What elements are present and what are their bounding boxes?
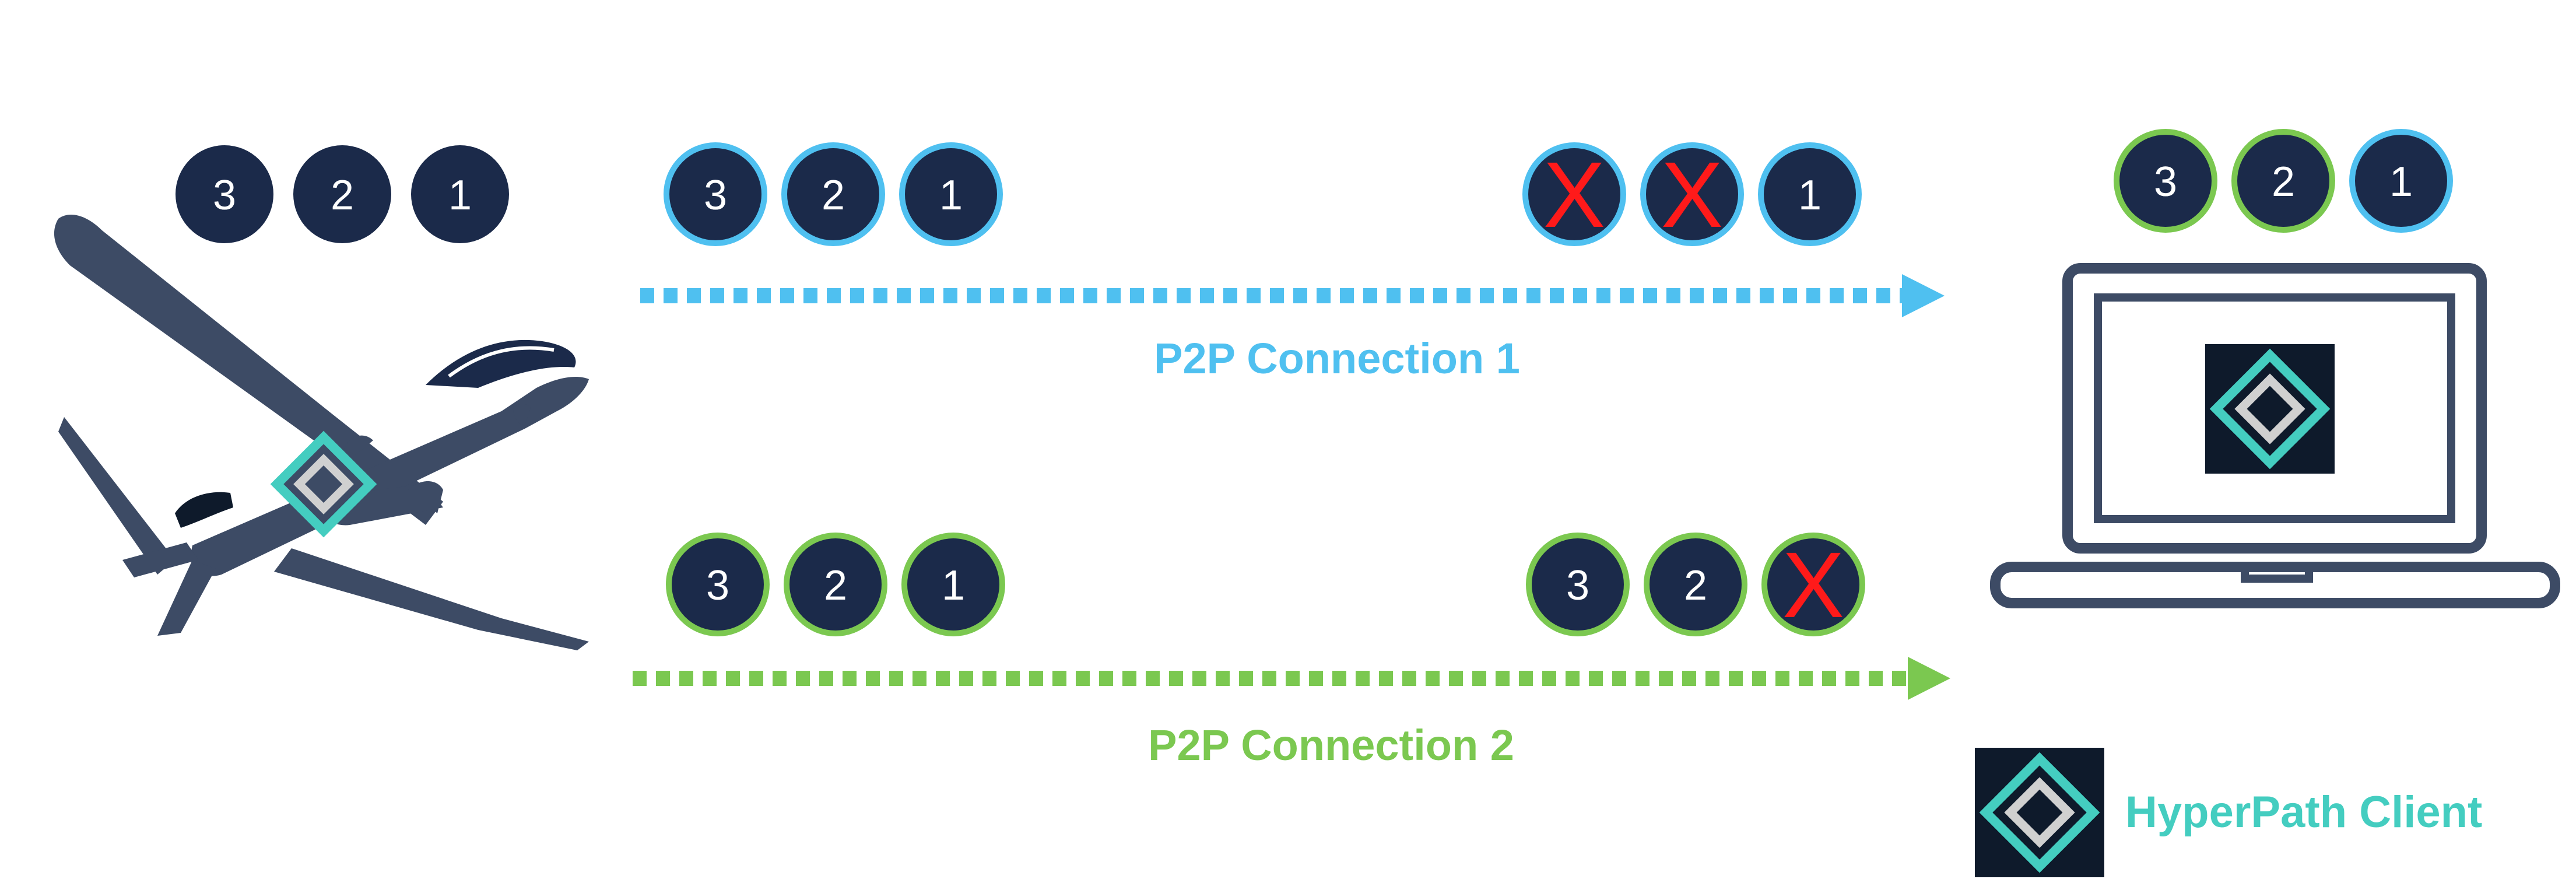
packet-label: 2: [822, 172, 845, 219]
connection-2-received-packets: 3 2 X: [1526, 533, 1865, 637]
laptop-screen-logo-icon: [2205, 344, 2335, 474]
packet-circle: [901, 533, 1005, 636]
packet-circle: [1758, 142, 1862, 246]
packet-label: 3: [213, 172, 236, 219]
packet: 3: [2114, 129, 2217, 233]
packet-circle: [2231, 129, 2335, 233]
legend-label: HyperPath Client: [2125, 787, 2482, 837]
packet-label: 2: [1684, 562, 1707, 609]
packet: 3: [664, 142, 767, 246]
lost-x-mark: X: [1661, 142, 1724, 247]
connection-2-sent-packets: 3 2 1: [666, 533, 1005, 636]
packet-circle: [411, 145, 509, 243]
connection-1-label: P2P Connection 1: [1154, 334, 1520, 383]
packet: 2: [2231, 129, 2335, 233]
packet-circle: [664, 142, 767, 246]
packet-label: 3: [704, 172, 727, 219]
packet: 3: [1526, 533, 1630, 636]
connection-2-arrow: [633, 657, 1950, 700]
packet-circle: [1761, 533, 1865, 636]
connection-1-sent-packets: 3 2 1: [664, 142, 1003, 246]
lost-x-mark: X: [1543, 142, 1606, 247]
packet: 2: [293, 145, 391, 243]
packet-circle: [781, 142, 885, 246]
aircraft-hyperpath-badge-icon: [270, 430, 377, 538]
packet-label: 3: [706, 562, 729, 609]
legend: HyperPath Client: [1975, 748, 2482, 877]
packet-label: 2: [331, 172, 354, 219]
packet-circle: [666, 533, 770, 636]
packet-circle: [2349, 129, 2453, 233]
packet-circle: [1640, 142, 1744, 246]
laptop-icon: [1990, 263, 2560, 608]
packet-circle: [899, 142, 1003, 246]
packet-circle: [2114, 129, 2217, 233]
lost-packet: X: [1522, 142, 1626, 247]
packet: 1: [411, 145, 509, 243]
packet: 2: [1644, 533, 1747, 636]
packet-circle: [293, 145, 391, 243]
packet: 2: [781, 142, 885, 246]
packet: 2: [784, 533, 887, 636]
packet: 1: [2349, 129, 2453, 233]
packet-circle: [784, 533, 887, 636]
lost-packet: X: [1761, 533, 1865, 637]
packet-label: 2: [2272, 159, 2295, 205]
packet-label: 1: [2389, 159, 2413, 205]
packet-circle: [176, 145, 273, 243]
hyperpath-diamond-icon: [1975, 748, 2104, 877]
packet: 1: [1758, 142, 1862, 246]
packet-circle: [1522, 142, 1626, 246]
packet-label: 1: [939, 172, 963, 219]
packet-label: 3: [1566, 562, 1589, 609]
packet-circle: [1644, 533, 1747, 636]
packet: 1: [899, 142, 1003, 246]
packet: 3: [176, 145, 273, 243]
packet-label: 1: [942, 562, 965, 609]
packet-label: 3: [2154, 159, 2177, 205]
packet: 1: [901, 533, 1005, 636]
packet: 3: [666, 533, 770, 636]
packet-label: 1: [448, 172, 472, 219]
connection-2-label: P2P Connection 2: [1148, 721, 1514, 769]
drone-icon: [54, 214, 589, 650]
packet-label: 1: [1798, 172, 1822, 219]
packet-circle: [1526, 533, 1630, 636]
lost-x-mark: X: [1782, 533, 1845, 637]
client-packets: 3 2 1: [2114, 129, 2453, 233]
connection-1-arrow: [640, 274, 1945, 317]
source-packets: 3 2 1: [176, 145, 509, 243]
packet-label: 2: [824, 562, 847, 609]
lost-packet: X: [1640, 142, 1744, 247]
